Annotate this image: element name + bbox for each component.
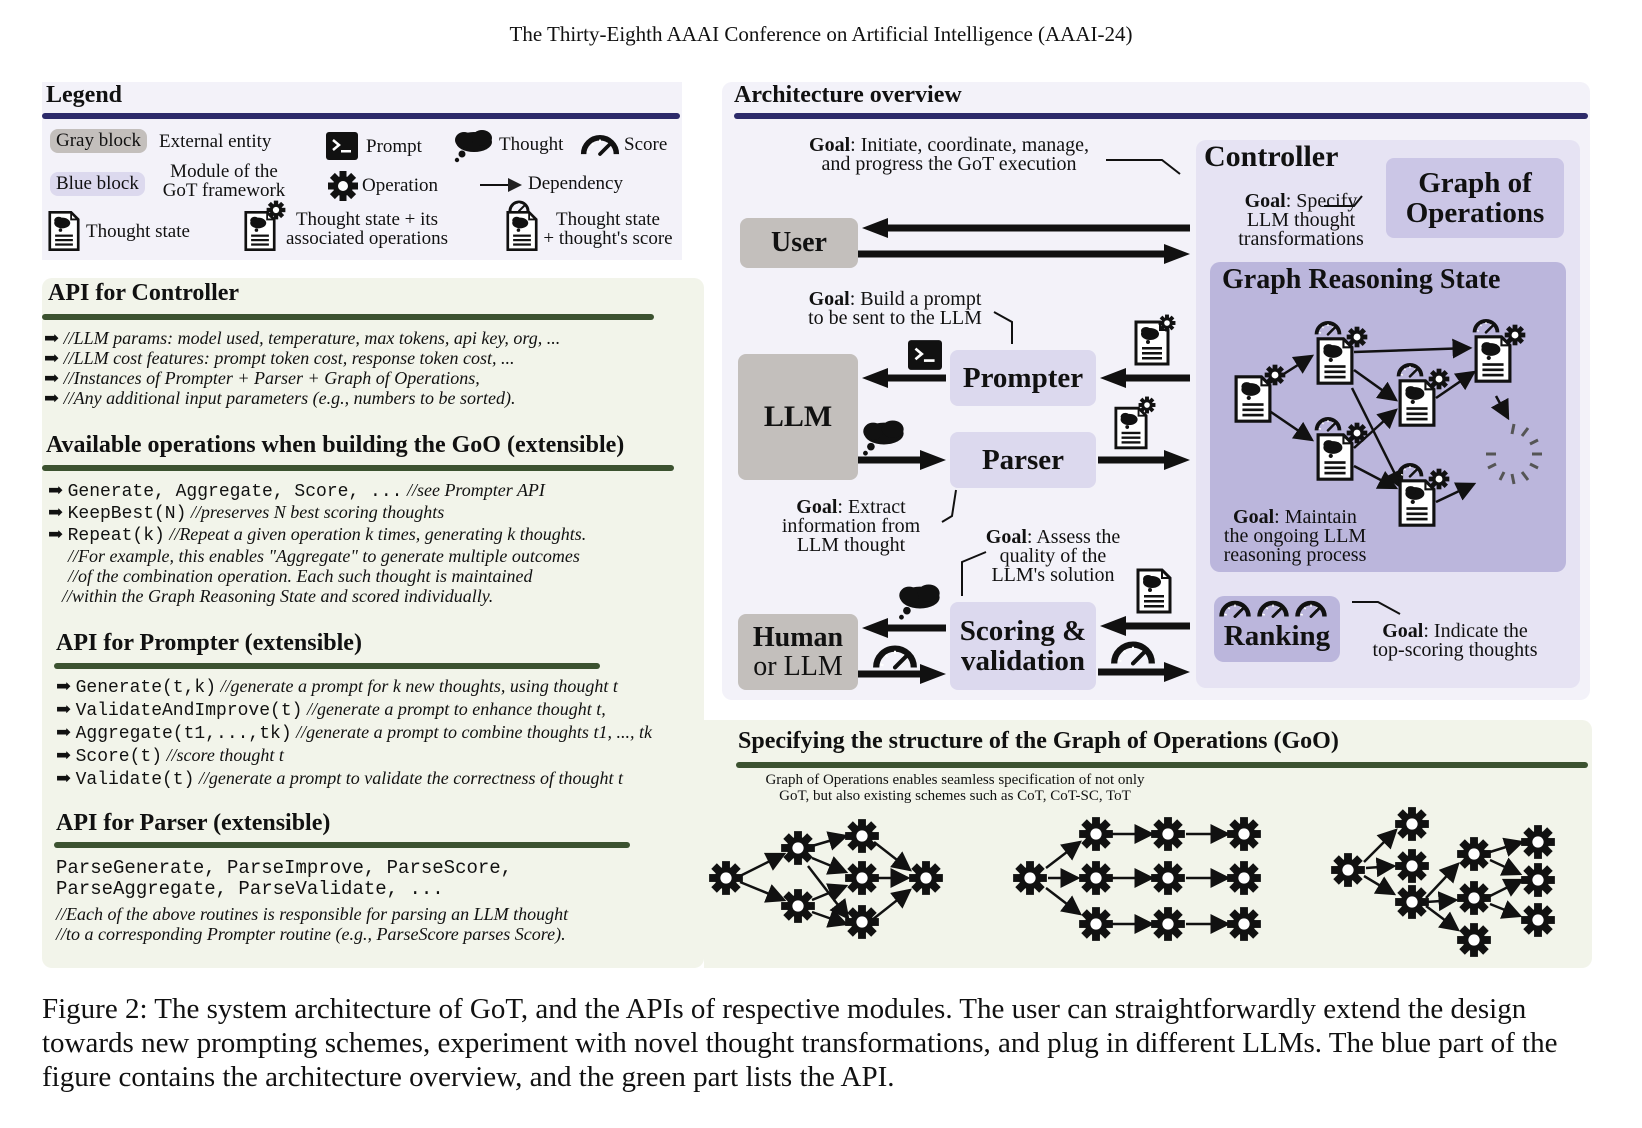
grs-edge <box>1353 464 1399 490</box>
parser-api-rule <box>54 842 630 848</box>
prompter-block: Prompter <box>950 350 1096 406</box>
loading-spinner-icon <box>1486 423 1542 485</box>
list-item: ➡ Score(t) //score thought t <box>56 745 284 767</box>
figure-caption: Figure 2: The system architecture of GoT… <box>42 993 1558 1093</box>
grs-label: Graph Reasoning State <box>1222 264 1501 295</box>
goal-ranking: Goal: Indicate the top-scoring thoughts <box>1372 620 1538 661</box>
scoring-validation-block: Scoring &validation <box>950 602 1096 690</box>
prompter-api-title: API for Prompter (extensible) <box>56 630 362 656</box>
list-item: ➡ Generate, Aggregate, Score, ... //see … <box>48 480 545 502</box>
goal-parser-pointer <box>941 489 957 523</box>
legend-thought-state: Thought state <box>86 221 190 242</box>
goal-controller-pointer <box>1106 159 1181 175</box>
list-item: ➡ Aggregate(t1,...,tk) //generate a prom… <box>56 722 652 744</box>
legend-title: Legend <box>46 82 123 108</box>
grs-edge <box>1490 395 1510 421</box>
controller-api-list: ➡ //LLM params: model used, temperature,… <box>44 328 684 408</box>
goo-section-title: Specifying the structure of the Graph of… <box>738 728 1339 754</box>
list-item: ➡ Repeat(k) //Repeat a given operation k… <box>48 524 587 546</box>
arch-title: Architecture overview <box>734 82 962 108</box>
parser-api-comment: //Each of the above routines is responsi… <box>56 904 569 944</box>
list-item: ➡ //LLM params: model used, temperature,… <box>44 328 561 348</box>
legend-operation: Operation <box>362 175 438 196</box>
grs-edge <box>1435 370 1477 400</box>
legend-gray-block: Gray block <box>50 129 147 153</box>
legend-dependency: Dependency <box>528 173 623 194</box>
parser-block: Parser <box>950 432 1096 488</box>
llm-block: LLM <box>738 354 858 480</box>
legend-panel <box>42 82 682 260</box>
list-item: ➡ //Any additional input parameters (e.g… <box>44 388 516 408</box>
goo-section-rule <box>736 762 1588 768</box>
list-item: ➡ ValidateAndImprove(t) //generate a pro… <box>56 699 606 721</box>
goo-section-desc: Graph of Operations enables seamless spe… <box>765 772 1145 804</box>
conference-header: The Thirty-Eighth AAAI Conference on Art… <box>509 22 1133 46</box>
legend-external-entity: External entity <box>159 131 272 152</box>
goal-prompter-pointer <box>993 311 1013 344</box>
operations-rule <box>42 465 674 471</box>
parser-api-code: ParseGenerate, ParseImprove, ParseScore,… <box>56 857 513 900</box>
legend-score: Score <box>624 134 668 155</box>
grs-edge <box>1435 482 1477 504</box>
grs-edge <box>1353 368 1399 402</box>
ranking-block: Ranking <box>1214 596 1340 662</box>
list-item: ➡ Generate(t,k) //generate a prompt for … <box>56 676 618 698</box>
list-item: ➡ Validate(t) //generate a prompt to val… <box>56 768 624 790</box>
list-item: ➡ //Instances of Prompter + Parser + Gra… <box>44 368 480 388</box>
goal-scoring-pointer <box>961 551 987 596</box>
legend-thought: Thought <box>499 134 564 155</box>
operations-list: ➡ Generate, Aggregate, Score, ... //see … <box>48 480 688 606</box>
controller-api-rule <box>42 314 654 320</box>
legend-thought-state-score: Thought state+ thought's score <box>543 209 673 249</box>
prompter-api-rule <box>54 663 600 669</box>
controller-label: Controller <box>1204 140 1339 173</box>
controller-api-title: API for Controller <box>48 280 240 306</box>
legend-rule <box>42 113 680 119</box>
operations-title: Available operations when building the G… <box>46 432 625 458</box>
parser-api-title: API for Parser (extensible) <box>56 810 331 836</box>
api-panel <box>42 278 704 968</box>
list-item: ➡ KeepBest(N) //preserves N best scoring… <box>48 502 445 524</box>
goal-prompter: Goal: Build a prompt to be sent to the L… <box>808 288 982 329</box>
legend-prompt: Prompt <box>366 136 422 157</box>
grs-edge <box>1267 408 1315 442</box>
grs-edge <box>1353 338 1473 359</box>
prompter-api-list: ➡ Generate(t,k) //generate a prompt for … <box>56 676 704 791</box>
dependency-arrow-icon <box>480 178 522 192</box>
gear-icon <box>709 807 1555 957</box>
goal-controller: Goal: Initiate, coordinate, manage, and … <box>809 134 1089 175</box>
grs-edge <box>1353 408 1398 449</box>
goal-ranking-pointer <box>1352 601 1401 615</box>
list-item: ➡ //LLM cost features: prompt token cost… <box>44 348 515 368</box>
user-block: User <box>740 218 858 268</box>
arch-rule <box>734 113 1588 119</box>
goal-goo-pointer <box>1324 195 1363 207</box>
legend-blue-block: Blue block <box>50 172 145 196</box>
